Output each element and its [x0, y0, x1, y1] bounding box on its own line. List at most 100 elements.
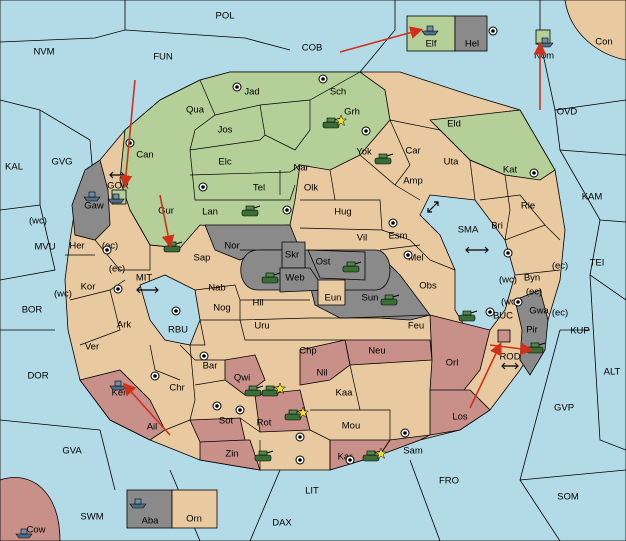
- sea-label-gvg: GVG: [51, 157, 72, 168]
- land-label-sap: Sap: [194, 253, 211, 264]
- fleet-unit-icon[interactable]: [107, 193, 125, 204]
- sea-label-dax: DAX: [272, 518, 292, 529]
- land-label-olk: Olk: [304, 183, 319, 194]
- region-orn: [171, 489, 218, 529]
- fleet-unit-icon[interactable]: [421, 25, 439, 36]
- supply-center-icon: [295, 432, 305, 442]
- land-label-aba: Aba: [142, 516, 160, 527]
- land-label-kat: Kat: [503, 165, 518, 176]
- sea-label-cob: COB: [302, 43, 323, 54]
- sea-label-rod: ROD: [499, 352, 520, 363]
- army-unit-icon[interactable]: [458, 310, 478, 322]
- land-label-ost: Ost: [316, 257, 331, 268]
- land-label-sun: Sun: [362, 293, 379, 304]
- sea-label-swm: SWM: [80, 512, 103, 523]
- land-label-eun: Eun: [325, 293, 342, 304]
- supply-center-icon: [171, 306, 181, 316]
- sea-label-kam: KAM: [582, 192, 603, 203]
- land-label-sot: Sot: [219, 416, 234, 427]
- fleet-unit-icon[interactable]: [129, 498, 147, 509]
- move-order-arrow: [159, 194, 175, 249]
- move-order-arrow: [339, 26, 424, 53]
- land-label-can: Can: [136, 150, 153, 161]
- land-label-ark: Ark: [117, 320, 132, 331]
- sea-label-kup: KUP: [570, 326, 590, 337]
- army-unit-icon[interactable]: [284, 406, 310, 421]
- land-label-web: Web: [285, 273, 304, 284]
- land-label-kaa: Kaa: [336, 388, 354, 399]
- land-label-elc: Elc: [218, 157, 231, 168]
- land-label-pir: Pir: [526, 325, 538, 336]
- supply-center-icon: [485, 307, 495, 317]
- supply-center-icon: [232, 82, 242, 92]
- land-label-eld: Eld: [447, 119, 461, 130]
- land-label-skr: Skr: [285, 250, 299, 261]
- land-label-con: Con: [595, 37, 612, 48]
- supply-center-icon: [235, 405, 245, 415]
- army-unit-icon[interactable]: [241, 205, 261, 217]
- sea-label-sma: SMA: [458, 225, 479, 236]
- army-unit-icon[interactable]: [254, 450, 274, 462]
- land-label-hil: Hil: [252, 298, 263, 309]
- fleet-unit-icon[interactable]: [83, 191, 101, 202]
- region-los: [429, 389, 491, 436]
- land-label-yok: Yok: [356, 147, 372, 158]
- supply-center-icon: [388, 218, 398, 228]
- land-label-bri: Bri: [491, 221, 503, 232]
- army-unit-icon[interactable]: [362, 447, 388, 462]
- sea-label-rbu: RBU: [168, 325, 188, 336]
- land-label-elf: Elf: [425, 39, 436, 50]
- land-label-rot: Rot: [257, 418, 272, 429]
- land-label-jad: Jad: [244, 87, 259, 98]
- region-eun: [317, 279, 346, 306]
- sea-label-kal: KAL: [5, 162, 23, 173]
- land-label-ver: Ver: [85, 342, 99, 353]
- supply-center-icon: [529, 168, 539, 178]
- supply-center-icon: [400, 428, 410, 438]
- move-order-arrow: [119, 79, 136, 189]
- army-unit-icon[interactable]: [244, 385, 264, 397]
- army-unit-icon[interactable]: [374, 153, 394, 165]
- coast-note: (ec): [102, 241, 118, 252]
- land-label-car: Car: [405, 146, 420, 157]
- land-label-gaw: Gaw: [84, 201, 104, 212]
- army-unit-icon[interactable]: [261, 272, 281, 284]
- supply-center-icon: [212, 401, 222, 411]
- supply-center-icon: [113, 284, 123, 294]
- army-unit-icon[interactable]: [261, 382, 287, 397]
- coast-note: (wc): [499, 275, 517, 286]
- supply-center-icon: [318, 74, 328, 84]
- land-label-vil: Vil: [357, 233, 367, 244]
- sea-label-buc: BUC: [493, 311, 513, 322]
- sea-label-tei: TEI: [590, 258, 605, 269]
- sea-label-lit: LIT: [305, 486, 319, 497]
- land-label-neu: Neu: [368, 346, 385, 357]
- supply-center-icon: [198, 182, 208, 192]
- army-unit-icon[interactable]: [342, 261, 362, 273]
- fleet-unit-icon[interactable]: [15, 528, 33, 539]
- army-unit-icon[interactable]: [322, 114, 348, 129]
- sea-label-gor: GOR: [107, 181, 129, 192]
- order-arrows: [119, 26, 547, 436]
- sea-label-som: SOM: [557, 492, 579, 503]
- coast-note: (ec): [552, 261, 568, 272]
- army-unit-icon[interactable]: [380, 294, 400, 306]
- land-label-grh: Grh: [344, 107, 360, 118]
- region-zin: [189, 417, 246, 443]
- land-label-mou: Mou: [342, 421, 360, 432]
- land-label-ail: Ail: [147, 422, 158, 433]
- land-label-mel: Mel: [408, 253, 423, 264]
- supply-center-icon: [403, 250, 413, 260]
- coast-note: (ec): [552, 308, 568, 319]
- land-label-tel: Tel: [253, 183, 265, 194]
- land-label-bar: Bar: [203, 361, 218, 372]
- land-label-hel: Hel: [465, 39, 479, 50]
- land-label-nog: Nog: [213, 303, 230, 314]
- sea-label-ovd: OVD: [557, 107, 578, 118]
- move-order-arrow: [489, 342, 534, 356]
- region-sam: [378, 434, 431, 456]
- sea-label-pol: POL: [215, 11, 234, 22]
- sea-label-gva: GVA: [62, 446, 82, 457]
